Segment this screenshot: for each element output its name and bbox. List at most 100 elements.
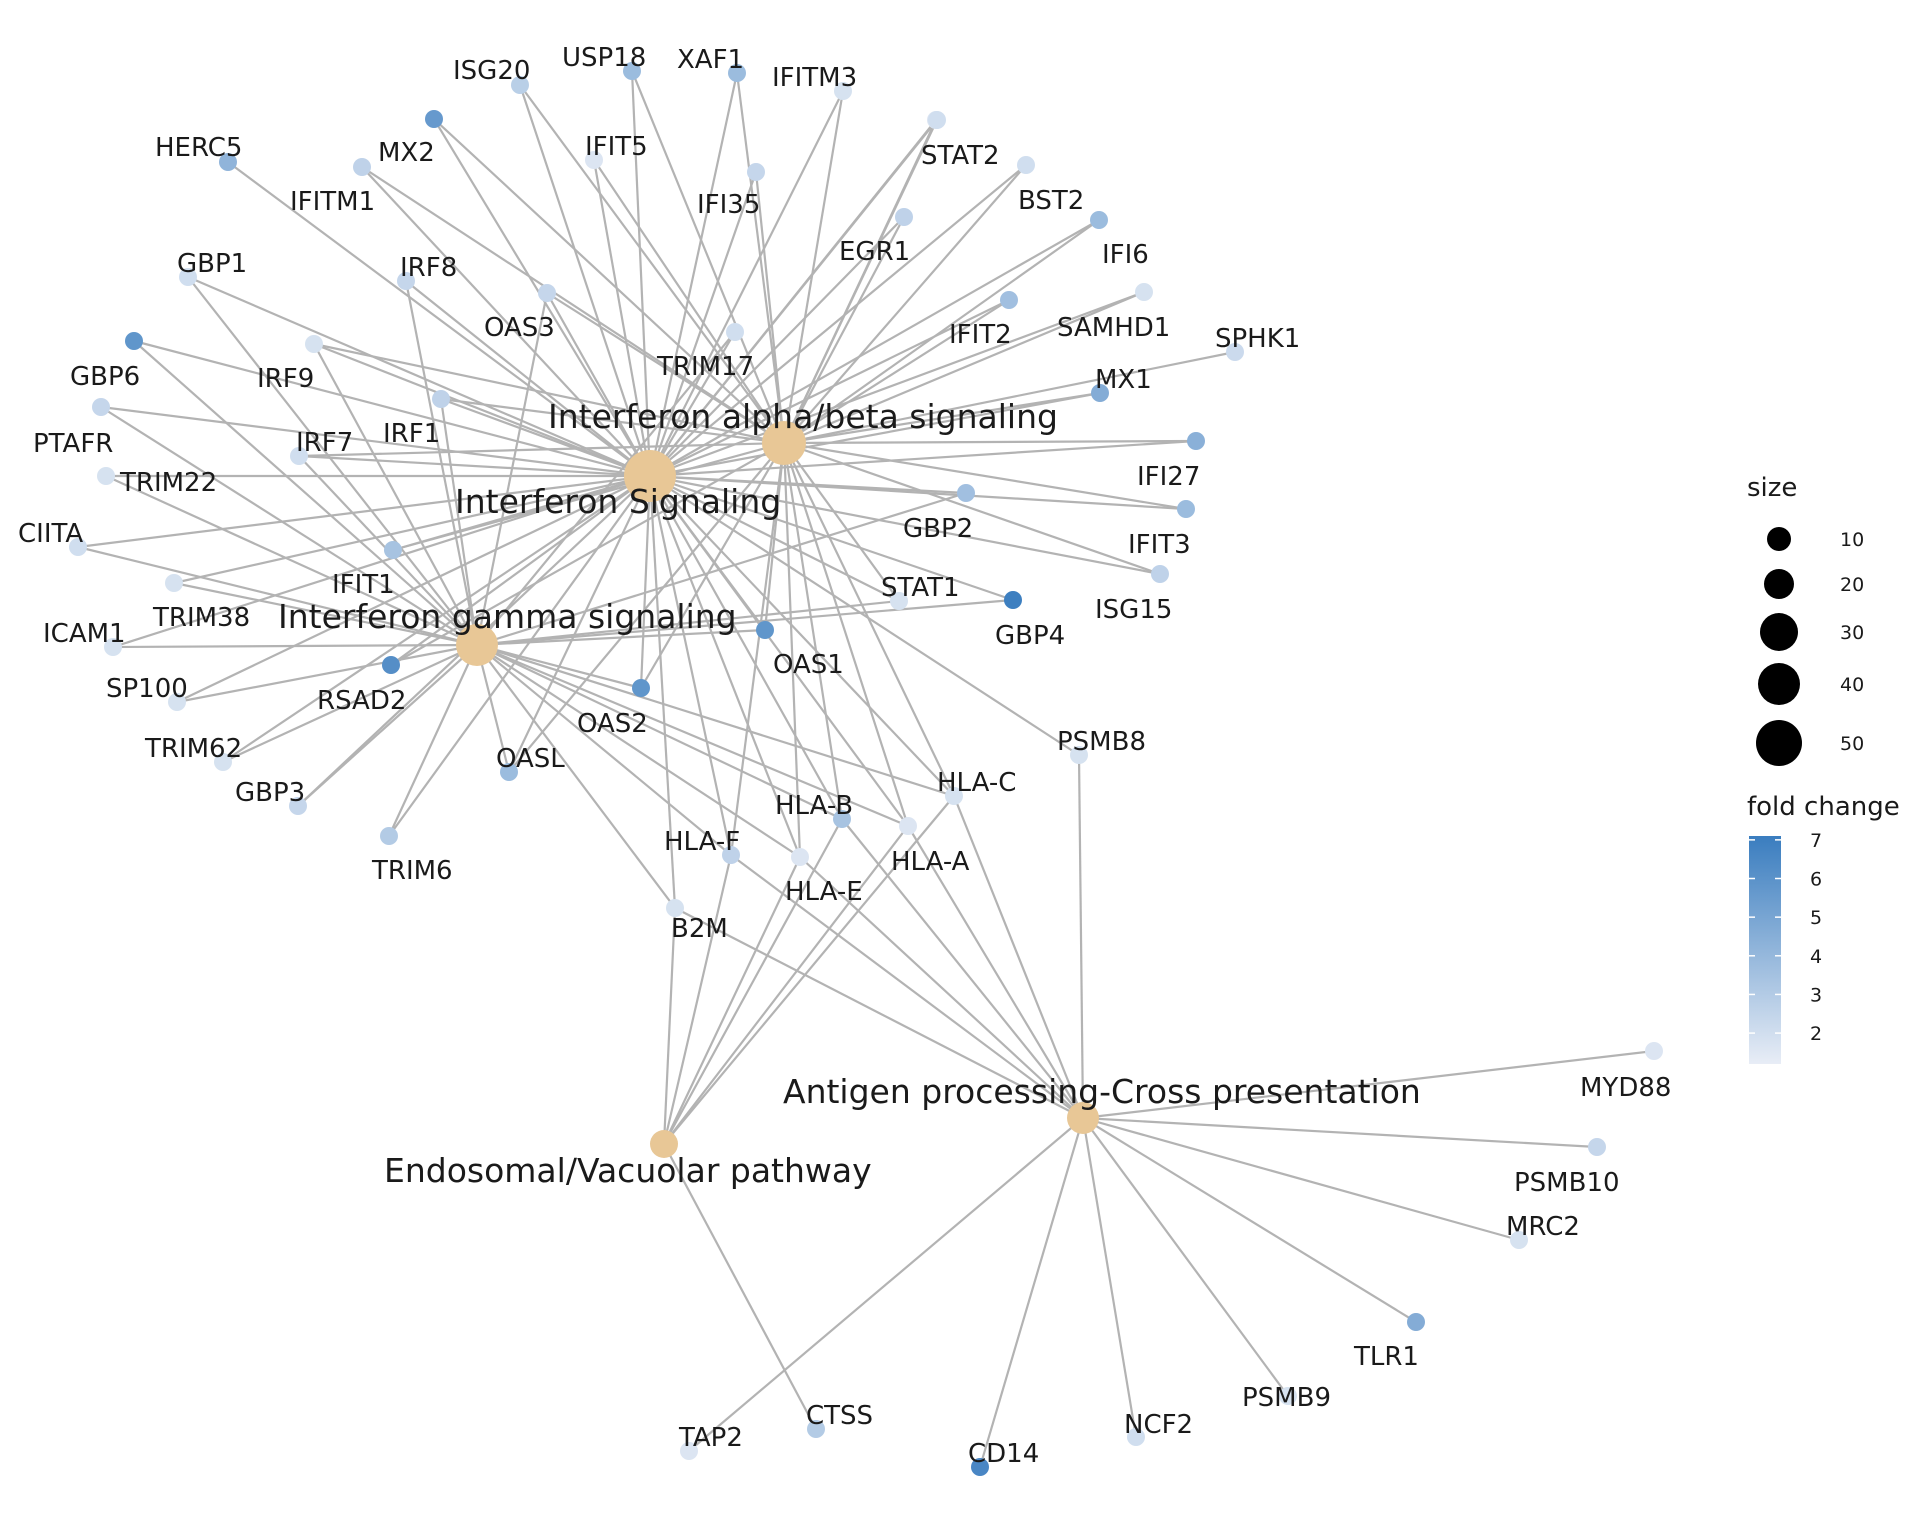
gene-node-irf8 xyxy=(397,272,415,290)
gene-label-usp18: USP18 xyxy=(562,43,646,73)
gene-node-ifi27 xyxy=(1187,432,1205,450)
gene-label-trim17: TRIM17 xyxy=(656,352,754,382)
edge-hla-a-gamma xyxy=(476,643,909,828)
gene-node-ncf2 xyxy=(1127,1428,1145,1446)
colorbar-label-7: 7 xyxy=(1810,830,1822,852)
edge-irf9-alpha xyxy=(313,342,785,445)
edge-tlr1-antigen xyxy=(1082,1117,1417,1323)
edge-trim62-ifn xyxy=(222,475,651,763)
edge-hla-c-alpha xyxy=(783,442,955,797)
edge-trim62-gamma xyxy=(222,644,478,763)
edge-irf1-alpha xyxy=(440,397,785,445)
edge-trim6-gamma xyxy=(388,644,478,837)
gene-node-isg20 xyxy=(511,76,529,94)
edge-oas2-alpha xyxy=(640,442,785,689)
category-node-layer xyxy=(456,421,1099,1158)
edge-sphk1-alpha xyxy=(783,350,1236,445)
size-legend-dot-50 xyxy=(1756,720,1802,766)
edge-mx2-alpha xyxy=(433,118,785,444)
gene-node-trim62 xyxy=(214,753,232,771)
edge-ifit5-ifn xyxy=(592,159,652,477)
size-legend-label-30: 30 xyxy=(1840,622,1864,644)
category-label-ifn: Interferon Signaling xyxy=(455,482,781,521)
gene-node-tlr1 xyxy=(1407,1313,1425,1331)
edge-psmb8-antigen xyxy=(1077,754,1085,1119)
gene-node-bst2 xyxy=(1017,156,1035,174)
gene-label-irf1: IRF1 xyxy=(383,419,440,449)
edge-ciita-gamma xyxy=(77,545,478,647)
edge-ptafr-ifn xyxy=(100,405,651,478)
edge-hla-b-gamma xyxy=(476,644,843,820)
gene-label-hla-b: HLA-B xyxy=(775,791,853,821)
edge-stat1-gamma xyxy=(476,599,900,647)
gene-label-sphk1: SPHK1 xyxy=(1215,324,1300,354)
gene-label-ciita: CIITA xyxy=(18,519,83,549)
gene-node-stat1 xyxy=(890,592,908,610)
gene-label-b2m: B2M xyxy=(671,914,728,944)
colorbar-label-2: 2 xyxy=(1810,1023,1822,1045)
colorbar-label-3: 3 xyxy=(1810,984,1822,1006)
edge-bst2-alpha xyxy=(783,164,1027,444)
gene-label-ifit3: IFIT3 xyxy=(1128,530,1191,560)
gene-node-cd14 xyxy=(971,1458,989,1476)
edge-stat2-alpha xyxy=(783,119,938,444)
gene-label-oas3: OAS3 xyxy=(484,313,555,343)
edge-hla-a-ifn xyxy=(649,475,909,827)
edge-gbp1-gamma xyxy=(187,276,478,646)
gene-label-ptafr: PTAFR xyxy=(33,429,113,459)
gene-node-oas2 xyxy=(632,679,650,697)
gene-node-gbp3 xyxy=(289,797,307,815)
size-legend-dot-10 xyxy=(1767,527,1791,551)
gene-node-mrc2 xyxy=(1510,1231,1528,1249)
gene-label-ifitm3: IFITM3 xyxy=(772,63,857,93)
edge-hla-b-ifn xyxy=(649,475,843,820)
category-label-antigen: Antigen processing-Cross presentation xyxy=(783,1072,1421,1111)
gene-node-ifit2 xyxy=(1000,291,1018,309)
edge-herc5-ifn xyxy=(227,161,651,477)
colorbar-label-5: 5 xyxy=(1810,907,1822,929)
gene-label-cd14: CD14 xyxy=(968,1439,1039,1469)
category-node-antigen xyxy=(1067,1102,1099,1134)
gene-node-trim6 xyxy=(380,827,398,845)
gene-label-irf7: IRF7 xyxy=(296,428,353,458)
gene-label-rsad2: RSAD2 xyxy=(317,686,406,716)
edge-isg15-alpha xyxy=(783,441,1161,576)
colorbar-label-6: 6 xyxy=(1810,869,1822,891)
edge-hla-c-ifn xyxy=(649,475,955,797)
edge-irf7-ifn xyxy=(298,454,651,478)
edge-xaf1-ifn xyxy=(648,72,739,477)
gene-node-psmb8 xyxy=(1070,746,1088,764)
category-label-alpha: Interferon alpha/beta signaling xyxy=(548,397,1058,436)
gene-label-stat2: STAT2 xyxy=(921,141,1000,171)
gene-node-isg15 xyxy=(1151,565,1169,583)
gene-node-hla-e xyxy=(791,848,809,866)
gene-label-herc5: HERC5 xyxy=(155,133,242,163)
edge-ifi6-ifn xyxy=(649,219,1100,477)
category-node-ifn xyxy=(624,450,676,502)
gene-label-ifitm1: IFITM1 xyxy=(290,187,375,217)
edge-hla-c-gamma xyxy=(476,643,955,798)
size-legend-title: size xyxy=(1747,473,1797,503)
edge-stat1-alpha xyxy=(783,442,900,602)
gene-node-oas3 xyxy=(538,284,556,302)
gene-node-ifit3 xyxy=(1177,500,1195,518)
gene-label-psmb9: PSMB9 xyxy=(1242,1383,1331,1413)
gene-label-irf8: IRF8 xyxy=(400,253,457,283)
edge-layer xyxy=(77,70,1655,1468)
edge-ifit3-alpha xyxy=(783,441,1187,511)
gene-node-ifi6 xyxy=(1090,211,1108,229)
edge-isg15-ifn xyxy=(649,474,1161,576)
gene-label-icam1: ICAM1 xyxy=(43,619,126,649)
edge-ptafr-gamma xyxy=(100,406,478,646)
gene-label-ifi35: IFI35 xyxy=(697,190,760,220)
gene-label-sp100: SP100 xyxy=(106,674,188,704)
edge-oasl-gamma xyxy=(475,644,511,773)
edge-hla-f-ifn xyxy=(648,475,733,856)
size-legend-dot-40 xyxy=(1758,663,1800,705)
color-legend-title: fold change xyxy=(1747,792,1900,822)
gene-label-gbp4: GBP4 xyxy=(995,621,1065,651)
gene-node-rsad2 xyxy=(382,656,400,674)
